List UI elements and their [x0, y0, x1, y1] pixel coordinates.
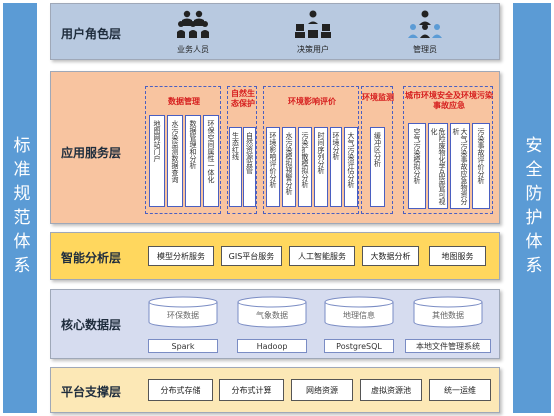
function-cell: 污染扩散模拟分析 — [298, 127, 312, 207]
tech-spark: Spark — [148, 339, 218, 353]
function-cell: 污染事故评价分析 — [472, 123, 490, 209]
tech-hadoop: Hadoop — [237, 339, 307, 353]
security-sidebar-label: 安全防护体系 — [521, 136, 542, 280]
function-cell: 危险废物化学品监管可视化 — [428, 123, 448, 209]
group-urban-safety-emergency: 城市环境安全及环境污染事故应急 空气污染模拟分析 危险废物化学品监管可视化 大气… — [403, 86, 493, 214]
platform-network-resources: 网络资源 — [291, 379, 353, 401]
database-cylinder: 环保数据 — [148, 296, 218, 328]
role-label-decision: 决策用户 — [297, 45, 329, 54]
function-cell: 缓冲区分析 — [370, 127, 385, 207]
standards-sidebar: 标准规范体系 — [3, 3, 37, 413]
core-data-layer: 核心数据层 环保数据 气象数据 地理信息 其他数据 Spark Hadoop P… — [50, 289, 500, 359]
service-map: 地图服务 — [429, 246, 486, 266]
user-role-layer: 用户角色层 业务人员 决策用户 — [50, 3, 500, 60]
function-cell: 生态红线 — [229, 127, 242, 207]
function-cell: 自然资源监管 — [243, 127, 256, 207]
group-title-ecology: 自然生态保护 — [231, 89, 255, 108]
service-model-analysis: 模型分析服务 — [148, 246, 214, 266]
security-sidebar: 安全防护体系 — [513, 3, 551, 413]
tech-local-file-system: 本地文件管理系统 — [405, 339, 491, 353]
function-cell: 水污染模拟预警分析 — [282, 127, 296, 207]
function-cell: 时间序列分析 — [314, 127, 328, 207]
group-environment-monitoring: 环境监测 缓冲区分析 — [361, 86, 394, 214]
group-title-emergency: 城市环境安全及环境污染事故应急 — [405, 91, 493, 110]
group-title-data-management: 数据管理 — [168, 97, 200, 106]
platform-layer: 平台支撑层 分布式存储 分布式计算 网络资源 虚拟资源池 统一运维 — [50, 367, 500, 413]
platform-distributed-compute: 分布式计算 — [219, 379, 284, 401]
role-label-admin: 管理员 — [413, 45, 437, 54]
analysis-layer: 智能分析层 模型分析服务 GIS平台服务 人工智能服务 大数据分析 地图服务 — [50, 232, 500, 280]
function-cell: 环境影响评价分析 — [266, 127, 280, 207]
admin-team-icon — [407, 10, 443, 38]
service-ai: 人工智能服务 — [289, 246, 355, 266]
platform-layer-title: 平台支撑层 — [61, 385, 122, 399]
database-cylinder: 气象数据 — [237, 296, 307, 328]
standards-sidebar-label: 标准规范体系 — [9, 136, 30, 280]
function-cell: 数据管理和分析 — [185, 115, 201, 207]
database-cylinder: 其他数据 — [413, 296, 483, 328]
function-cell: 环境分析 — [330, 127, 342, 207]
function-cell: 地图网站门户 — [149, 115, 165, 207]
function-cell: 环保空间属性一体化 — [203, 115, 219, 207]
group-title-impact: 环境影响评价 — [288, 97, 336, 106]
core-layer-title: 核心数据层 — [61, 318, 122, 332]
user-layer-title: 用户角色层 — [61, 27, 122, 41]
database-label: 地理信息 — [343, 311, 375, 320]
analysis-layer-title: 智能分析层 — [61, 251, 122, 265]
database-label: 气象数据 — [256, 311, 288, 320]
database-cylinder: 地理信息 — [324, 296, 394, 328]
app-layer-title: 应用服务层 — [61, 146, 122, 160]
database-label: 其他数据 — [432, 311, 464, 320]
platform-virtual-resource-pool: 虚拟资源池 — [360, 379, 422, 401]
platform-distributed-storage: 分布式存储 — [148, 379, 213, 401]
function-cell: 水污染监测数据查询 — [167, 115, 183, 207]
group-data-management: 数据管理 地图网站门户 水污染监测数据查询 数据管理和分析 环保空间属性一体化 — [145, 86, 221, 214]
group-people-icon — [177, 9, 209, 39]
database-label: 环保数据 — [167, 311, 199, 320]
role-label-business: 业务人员 — [177, 45, 209, 54]
group-environmental-impact: 环境影响评价 环境影响评价分析 水污染模拟预警分析 污染扩散模拟分析 时间序列分… — [263, 86, 359, 214]
group-title-monitoring: 环境监测 — [362, 93, 394, 102]
app-service-layer: 应用服务层 数据管理 地图网站门户 水污染监测数据查询 数据管理和分析 环保空间… — [50, 71, 500, 224]
service-gis-platform: GIS平台服务 — [221, 246, 282, 266]
platform-unified-ops: 统一运维 — [429, 379, 491, 401]
tech-postgresql: PostgreSQL — [324, 339, 394, 353]
group-ecology-protection: 自然生态保护 生态红线 自然资源监管 — [227, 86, 257, 214]
service-big-data: 大数据分析 — [362, 246, 419, 266]
function-cell: 大气污染评估分析 — [344, 127, 358, 207]
org-chart-icon — [295, 10, 331, 38]
function-cell: 大气污染事故应急物资分析 — [450, 123, 470, 209]
function-cell: 空气污染模拟分析 — [408, 123, 426, 209]
